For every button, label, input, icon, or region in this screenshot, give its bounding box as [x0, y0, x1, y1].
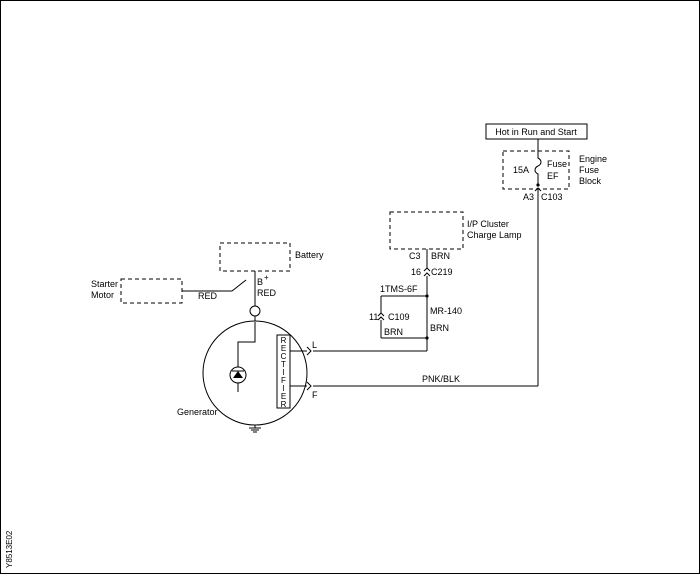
splice-bottom-dot [425, 336, 429, 340]
c109-connector-label: C109 [388, 312, 410, 322]
fuse-amp-label: 15A [513, 165, 529, 175]
ip-cluster-pin-label: C3 [409, 251, 421, 261]
c219-connector-label: C219 [431, 267, 453, 277]
battery-red-wire-label: RED [257, 288, 277, 298]
c219-pin-label: 16 [411, 267, 421, 277]
starter-red-wire [182, 279, 247, 292]
b-plus-sign: + [264, 273, 269, 282]
c109-connector-symbol [377, 316, 385, 321]
ground-icon [249, 427, 261, 433]
rectifier-letter: I [282, 384, 284, 393]
fuse-block-label-line2: Fuse [579, 165, 599, 175]
splice-1tms-dot [425, 294, 429, 298]
rectifier-letter: C [281, 352, 287, 361]
rectifier-letter: E [281, 392, 286, 401]
brn-wire-label-left: BRN [384, 327, 403, 337]
starter-label-line2: Motor [91, 290, 114, 300]
power-source-label: Hot in Run and Start [495, 127, 577, 137]
generator-label: Generator [177, 407, 218, 417]
fuse-block-label-line3: Block [579, 176, 602, 186]
fuse-terminal [536, 183, 540, 187]
b-plus-label: B [257, 277, 263, 287]
brn-wire-label-top: BRN [431, 251, 450, 261]
starter-motor-box [120, 278, 183, 304]
c103-pin-label: A3 [523, 192, 534, 202]
l-terminal-connector [306, 346, 312, 356]
c109-pin-label: 11 [369, 312, 378, 322]
rectifier-letter: T [281, 360, 286, 369]
rectifier-letter: F [281, 376, 286, 385]
power-source-box [485, 123, 588, 140]
rectifier-letter: R [281, 336, 287, 345]
ip-cluster-label-line1: I/P Cluster [467, 219, 509, 229]
rectifier-letter: E [281, 344, 286, 353]
b-plus-stud [249, 305, 261, 317]
engine-fuse-block [502, 150, 570, 190]
c103-connector-label: C103 [541, 192, 563, 202]
f-terminal-label: F [312, 390, 318, 400]
pnk-blk-wire-label: PNK/BLK [422, 374, 460, 384]
mr140-label: MR-140 [430, 306, 462, 316]
ip-cluster-box [389, 211, 464, 250]
fuse-name-line2: EF [547, 171, 559, 181]
starter-red-wire-label: RED [198, 291, 218, 301]
ip-cluster-label-line2: Charge Lamp [467, 230, 522, 240]
splice-1tms-label: 1TMS-6F [380, 284, 418, 294]
rectifier-label: R E C T I F I E R [281, 336, 287, 409]
diode-lead-upper [237, 322, 256, 367]
c219-connector-symbol-inner [423, 267, 431, 272]
c219-connector-symbol [423, 272, 431, 277]
fuse-block-label-line1: Engine [579, 154, 607, 164]
starter-label-line1: Starter [91, 279, 118, 289]
l-terminal-label: L [312, 340, 317, 350]
fuse-ef-symbol [534, 151, 542, 184]
rectifier-letter: I [282, 368, 284, 377]
diode-symbol [233, 371, 243, 378]
battery-label: Battery [295, 250, 324, 260]
figure-id-label: Y8513E02 [5, 530, 14, 568]
c109-connector-symbol-inner [377, 312, 385, 317]
fuse-name-line1: Fuse [547, 159, 567, 169]
f-terminal-connector [306, 381, 312, 391]
brn-wire-label-right: BRN [430, 323, 449, 333]
rectifier-letter: R [281, 400, 287, 409]
battery-box [219, 242, 291, 272]
rectifier-box [276, 334, 291, 409]
